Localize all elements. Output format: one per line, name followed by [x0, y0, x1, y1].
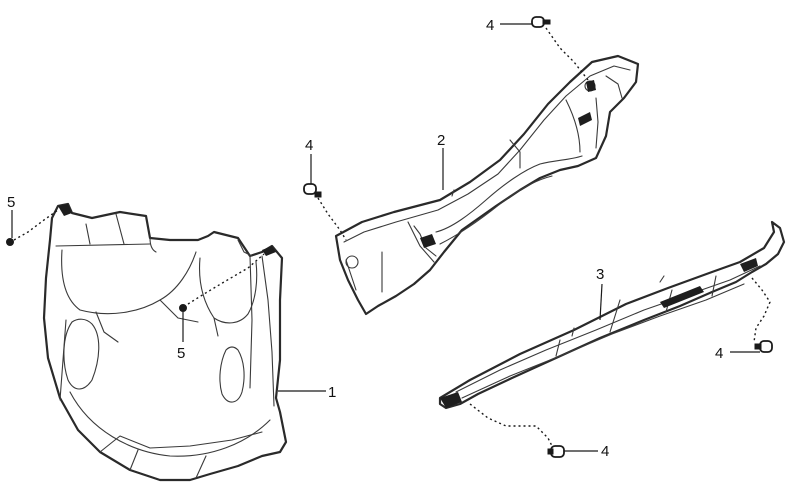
screw-4-bottom [547, 445, 565, 458]
part-1-inner-cover [42, 202, 288, 482]
screw-4-top [531, 16, 551, 28]
leader-3 [599, 283, 603, 321]
assembly-line-4-right [751, 277, 771, 343]
screw-5-left [6, 238, 14, 246]
callout-4-bottom: 4 [601, 443, 609, 460]
callout-1: 1 [328, 384, 336, 401]
callout-2: 2 [437, 132, 445, 149]
assembly-line-4-top [545, 27, 589, 81]
callout-4-left: 4 [305, 137, 313, 154]
part-3-lower-cover [438, 220, 786, 410]
screw-4-right [754, 340, 773, 353]
callout-4-top: 4 [486, 17, 494, 34]
callout-5-middle: 5 [177, 345, 185, 362]
callout-4-right: 4 [715, 345, 723, 362]
screw-4-left [303, 183, 322, 198]
assembly-line-5-left [13, 209, 59, 241]
part-2-upper-cover [334, 54, 640, 316]
callout-3: 3 [596, 266, 604, 283]
screw-5-middle [179, 304, 187, 312]
callout-5-left: 5 [7, 194, 15, 211]
assembly-line-4-bottom [469, 403, 553, 447]
